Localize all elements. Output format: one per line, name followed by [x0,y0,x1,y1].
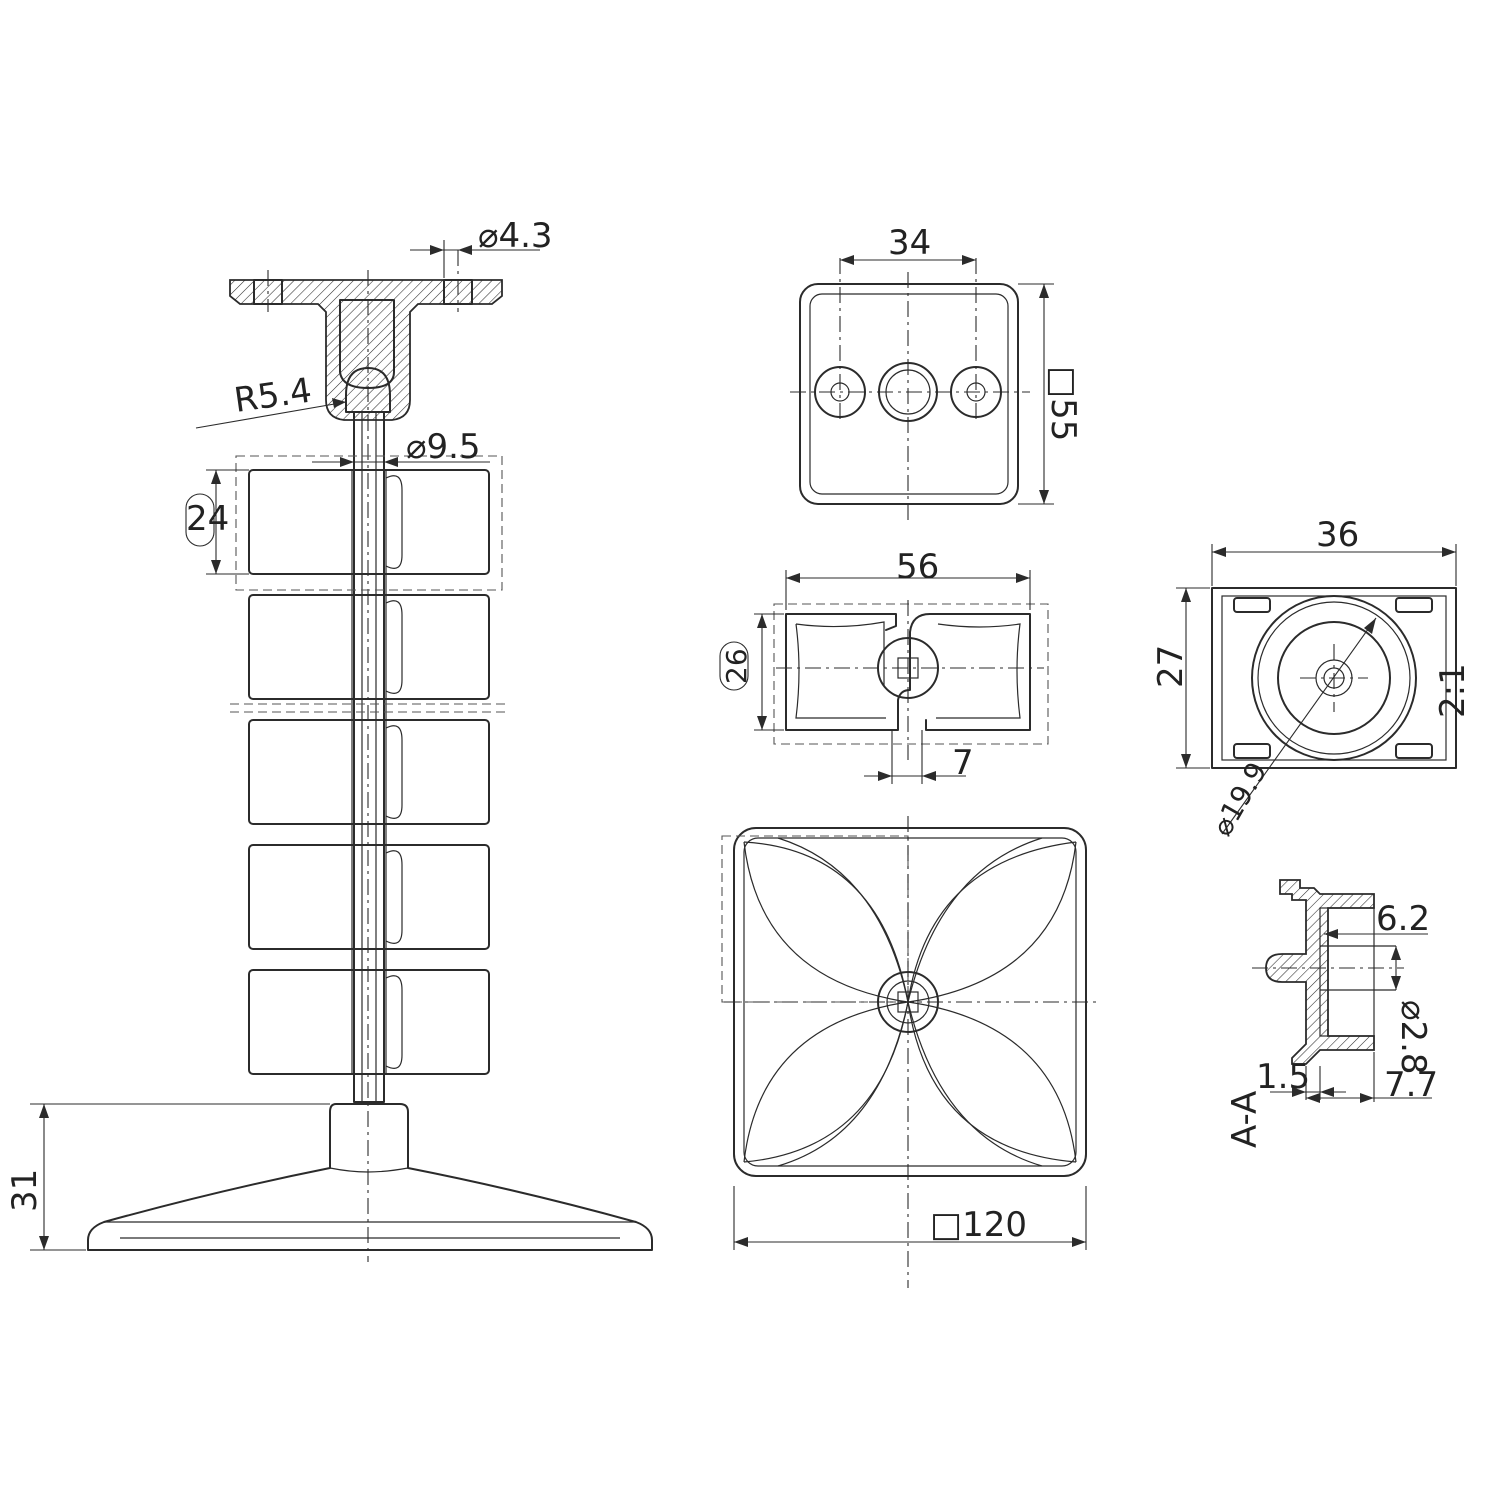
dim-section-c: 1.5 [1256,1057,1310,1097]
dim-detail-height: 27 [1151,645,1191,688]
dim-stem-diameter: ⌀9.5 [406,427,481,467]
stacked-discs [248,469,490,1075]
dim-section-b: ⌀2.8 [1393,1000,1433,1075]
dim-section-a: 6.2 [1376,899,1430,939]
ball-socket [345,367,391,413]
detail-scale: 2:1 [1433,663,1473,718]
top-plate-section [229,279,503,421]
petal-pattern [743,837,1077,1167]
dim-hole-spacing: 34 [888,223,931,263]
dim-top-square: □55 [1043,366,1083,441]
top-view: 34 □55 [790,223,1083,520]
dim-slot: 7 [952,743,974,783]
dim-middle-height: 26 [720,648,753,684]
dim-base-square: □120 [930,1205,1027,1245]
dim-middle-width: 56 [896,547,939,587]
base-foot [87,1103,653,1251]
dim-radius: R5.4 [232,370,315,420]
detail-view: 36 27 ⌀19.9 2:1 [1151,515,1473,842]
dim-base-height: 31 [5,1169,45,1212]
section-label: A-A [1225,1091,1265,1148]
side-view: ⌀4.3 R5.4 ⌀9.5 24 31 [5,216,653,1262]
dim-detail-diameter: ⌀19.9 [1205,756,1273,841]
stem [353,411,385,1103]
dim-section-d: 7.7 [1384,1065,1438,1105]
disc-envelope [235,455,503,591]
dim-disc-height: 24 [186,499,229,539]
dim-detail-width: 36 [1316,515,1359,555]
middle-view: 56 26 7 [719,547,1049,784]
dim-hole-diameter: ⌀4.3 [478,216,553,256]
section-view: 6.2 ⌀2.8 1.5 7.7 A-A [1225,879,1438,1148]
base-view: □120 [721,816,1100,1288]
